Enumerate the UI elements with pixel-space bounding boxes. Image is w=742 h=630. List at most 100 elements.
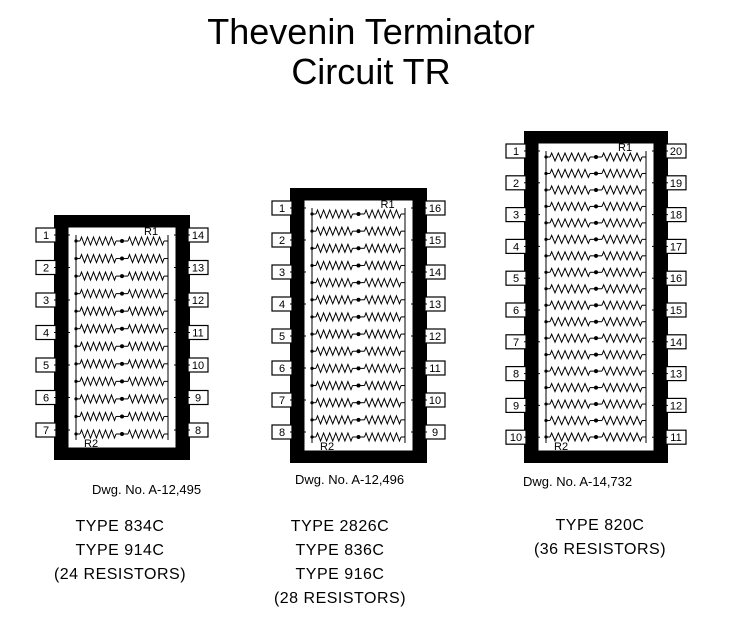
- resistor-r2: [79, 411, 117, 422]
- resistor-r1: [601, 431, 643, 443]
- resistor-r2: [549, 398, 591, 410]
- pin-number: 17: [670, 241, 682, 253]
- junction-dot: [544, 204, 548, 209]
- pin-number: 13: [192, 263, 204, 275]
- resistor-r2: [315, 311, 353, 323]
- resistor-r2: [315, 397, 353, 409]
- pin-number: 15: [670, 305, 682, 317]
- resistor-r2: [549, 431, 591, 443]
- resistor-r1: [601, 234, 643, 245]
- junction-dot: [74, 327, 78, 331]
- resistor-r2: [79, 340, 117, 352]
- resistor-r1: [364, 345, 402, 357]
- resistor-r1: [601, 382, 643, 393]
- pin-number: 12: [192, 295, 204, 307]
- junction-dot: [544, 435, 548, 439]
- junction-dot: [544, 303, 548, 307]
- junction-dot: [74, 379, 78, 383]
- type-line: TYPE 836C: [295, 542, 385, 559]
- resistor-r2: [549, 382, 591, 393]
- junction-dot: [544, 270, 548, 274]
- junction-dot: [310, 366, 314, 370]
- junction-dot: [310, 383, 314, 388]
- junction-dot: [594, 303, 598, 308]
- resistor-r1: [601, 316, 643, 328]
- junction-dot: [120, 344, 124, 349]
- pin-number: 1: [279, 203, 285, 215]
- junction-dot: [544, 418, 548, 423]
- junction-dot: [594, 155, 598, 159]
- type-line: TYPE 914C: [75, 542, 165, 559]
- resistor-count: (36 RESISTORS): [533, 541, 667, 558]
- resistor-r1: [364, 294, 402, 306]
- junction-dot: [74, 344, 78, 348]
- pin-number: 6: [279, 363, 285, 375]
- junction-dot: [544, 287, 548, 291]
- pin-number: 20: [670, 146, 682, 158]
- r1-label: R1: [144, 226, 158, 238]
- pin-number: 7: [279, 395, 285, 407]
- drawing-number-a: Dwg. No. A-12,495: [92, 482, 202, 497]
- resistor-r2: [79, 375, 117, 387]
- resistor-r2: [315, 260, 353, 271]
- pin-number: 19: [670, 178, 682, 190]
- resistor-r2: [549, 184, 591, 196]
- resistor-r2: [549, 415, 591, 426]
- resistor-r2: [79, 393, 117, 405]
- resistor-r1: [601, 332, 643, 344]
- resistor-r2: [549, 151, 591, 163]
- pin-number: 14: [192, 230, 204, 242]
- resistor-r1: [127, 358, 165, 370]
- junction-dot: [544, 353, 548, 357]
- resistor-r2: [79, 323, 117, 335]
- type-line: TYPE 2826C: [290, 518, 390, 535]
- junction-dot: [594, 385, 598, 390]
- junction-dot: [594, 220, 598, 225]
- pin-number: 3: [513, 210, 519, 222]
- junction-dot: [594, 418, 598, 423]
- ic-inner: [537, 142, 655, 452]
- resistor-r1: [364, 328, 402, 340]
- junction-dot: [74, 292, 78, 296]
- junction-dot: [120, 274, 124, 279]
- pin-number: 2: [513, 178, 519, 190]
- r2-label: R2: [84, 438, 98, 450]
- r2-label: R2: [320, 441, 334, 453]
- title-line-1: Thevenin Terminator: [207, 11, 535, 52]
- pin-number: 7: [43, 425, 49, 437]
- type-list-a: TYPE 834C TYPE 914C (24 RESISTORS): [20, 515, 220, 587]
- resistor-r1: [364, 431, 402, 443]
- junction-dot: [594, 253, 598, 258]
- resistor-r1: [364, 225, 402, 237]
- resistor-r2: [315, 345, 353, 357]
- pin-number: 7: [513, 337, 519, 349]
- resistor-r2: [315, 208, 353, 220]
- pin-number: 9: [432, 427, 438, 439]
- resistor-r1: [127, 393, 165, 405]
- junction-dot: [310, 263, 314, 268]
- junction-dot: [594, 319, 598, 324]
- pin-number: 14: [670, 337, 682, 349]
- pin-number: 10: [429, 395, 441, 407]
- pin-number: 16: [670, 273, 682, 285]
- junction-dot: [120, 309, 124, 314]
- junction-dot: [120, 291, 124, 296]
- type-line: TYPE 916C: [295, 566, 385, 583]
- resistor-r1: [364, 311, 402, 323]
- type-list-b: TYPE 2826C TYPE 836C TYPE 916C (28 RESIS…: [240, 515, 440, 611]
- resistor-r1: [601, 365, 643, 377]
- resistor-count: (28 RESISTORS): [273, 590, 407, 607]
- pin-number: 8: [195, 425, 201, 437]
- resistor-r2: [315, 362, 353, 374]
- junction-dot: [594, 171, 598, 176]
- junction-dot: [594, 369, 598, 374]
- pin-number: 13: [429, 299, 441, 311]
- junction-dot: [356, 400, 361, 405]
- junction-dot: [310, 349, 314, 353]
- junction-dot: [544, 188, 548, 192]
- resistor-r2: [315, 380, 353, 391]
- resistor-r1: [601, 283, 643, 295]
- resistor-r2: [549, 266, 591, 278]
- pin-number: 6: [513, 305, 519, 317]
- pin-number: 15: [429, 235, 441, 247]
